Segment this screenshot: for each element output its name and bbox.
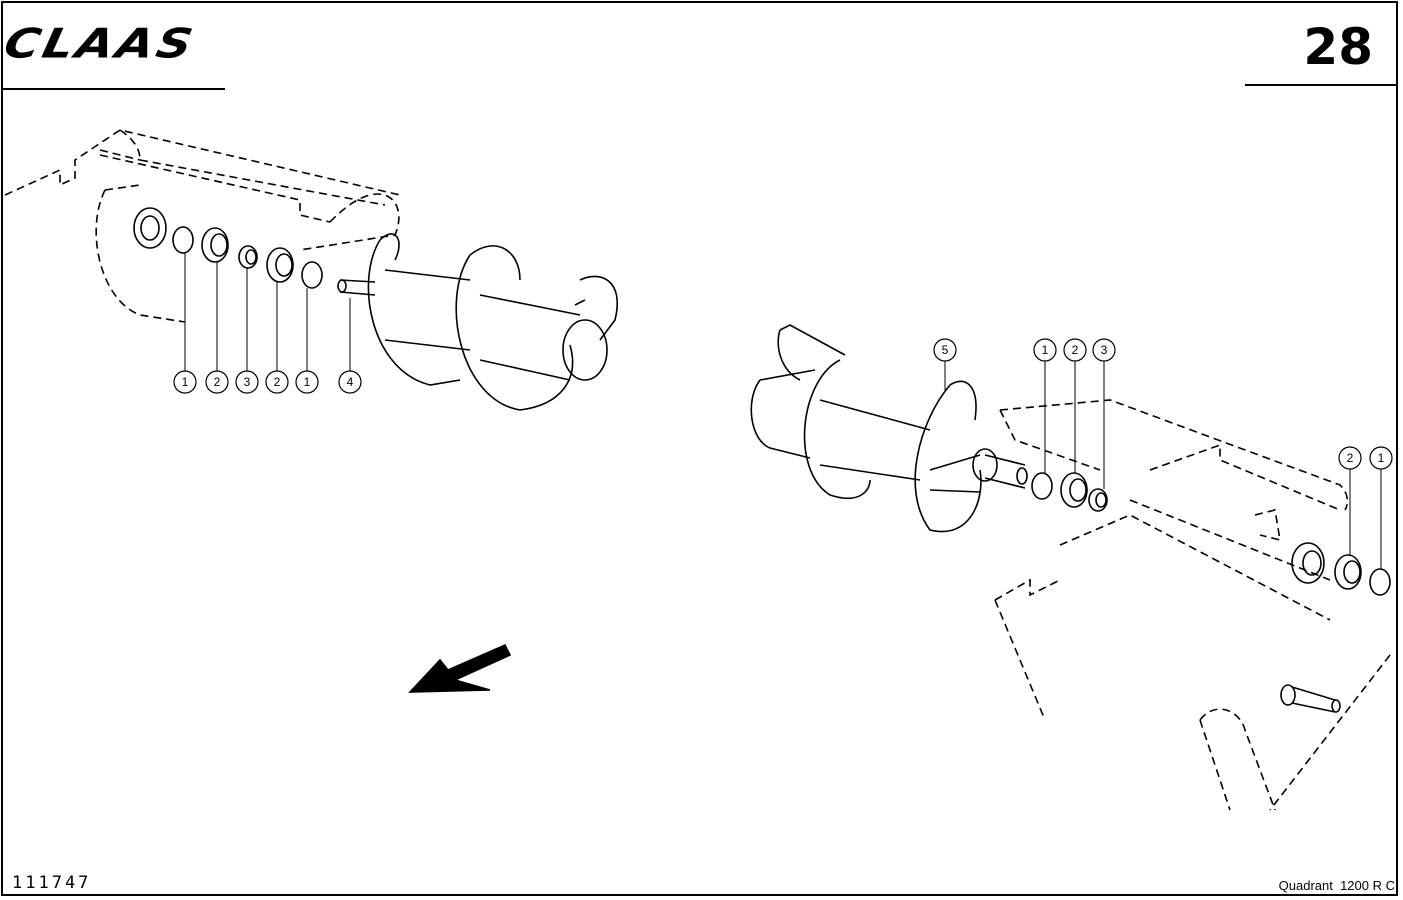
callout-circle xyxy=(338,370,362,394)
callout-label: 4 xyxy=(347,375,354,389)
header-rule-right xyxy=(1245,84,1398,86)
right-bushing-3 xyxy=(1088,488,1108,512)
callout-label: 3 xyxy=(1101,343,1108,357)
right-circlip-1b xyxy=(1369,568,1391,596)
callout-circle xyxy=(1092,338,1116,362)
right-bearing-seat xyxy=(1291,542,1325,584)
callout-circle xyxy=(1369,446,1393,470)
callout-circle xyxy=(265,370,289,394)
right-circlip-1 xyxy=(1031,472,1053,500)
callout-label: 2 xyxy=(274,375,281,389)
right-bearing-2 xyxy=(1060,472,1088,508)
callout-circle xyxy=(933,338,957,362)
callout-label: 2 xyxy=(214,375,221,389)
direction-arrow xyxy=(408,643,512,693)
callout-label: 2 xyxy=(1347,451,1354,465)
left-circlip-1b xyxy=(301,261,323,289)
callout-circle xyxy=(1338,446,1362,470)
right-auger xyxy=(750,324,1028,533)
callout-label: 1 xyxy=(1378,451,1385,465)
callout-circle xyxy=(205,370,229,394)
callout-circle xyxy=(1063,338,1087,362)
left-circlip-1 xyxy=(172,226,194,254)
callout-circle xyxy=(173,370,197,394)
right-frame-outline xyxy=(994,399,1391,811)
left-bushing-3 xyxy=(238,245,258,269)
right-leader-lines xyxy=(944,361,1382,569)
page-number: 28 xyxy=(1303,18,1373,76)
left-callouts: 1 2 3 2 1 4 xyxy=(173,370,362,394)
left-bearing-2 xyxy=(201,227,229,263)
right-bolt xyxy=(1280,684,1341,713)
drawing-number: 111747 xyxy=(12,873,92,893)
left-housing-outline xyxy=(4,129,401,323)
callout-label: 1 xyxy=(182,375,189,389)
right-bearing-2b xyxy=(1334,554,1362,590)
left-auger xyxy=(337,233,618,411)
callout-circle xyxy=(1033,338,1057,362)
right-top-callouts: 5 1 2 3 xyxy=(933,338,1116,362)
callout-label: 1 xyxy=(304,375,311,389)
callout-circle xyxy=(235,370,259,394)
left-leader-lines xyxy=(184,253,351,371)
left-bearing-2b xyxy=(266,247,294,283)
model-name: Quadrant 1200 R C xyxy=(1278,878,1395,893)
callout-label: 2 xyxy=(1072,343,1079,357)
left-bearing-seat xyxy=(133,207,167,249)
callout-label: 1 xyxy=(1042,343,1049,357)
right-side-callouts: 2 1 xyxy=(1338,446,1393,470)
callout-circle xyxy=(295,370,319,394)
callout-label: 3 xyxy=(244,375,251,389)
callout-label: 5 xyxy=(942,343,949,357)
header-rule-left xyxy=(3,88,225,90)
